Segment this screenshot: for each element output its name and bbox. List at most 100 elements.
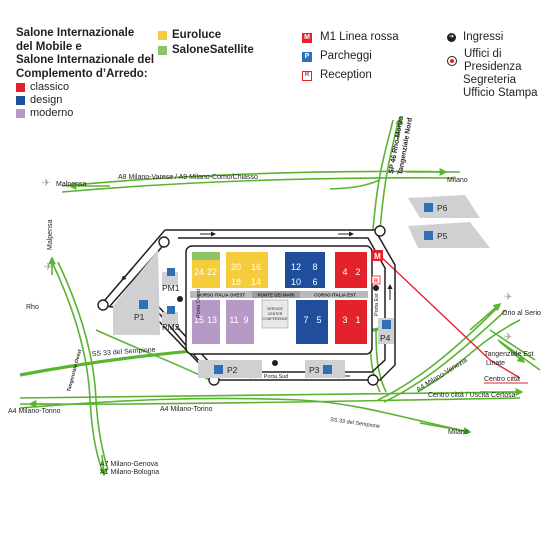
airplane-icon: ✈ [42,178,50,189]
parking-label: P4 [380,333,391,343]
pavilion-number: 1 [355,315,360,325]
legend-item-design: design [16,94,73,107]
legend-styles: classico design moderno [16,81,73,120]
road-arrows [28,116,526,477]
entrance-icon [177,296,183,302]
parking-icon [139,300,148,309]
legend-label: Parcheggi [320,50,372,62]
legend-item-classico: classico [16,81,73,94]
road-label: SS 33 del Sempione [92,347,156,358]
reception-glyph: R [374,279,378,285]
tangenziale-ovest-road [51,261,103,471]
parking-p5-area [408,222,490,248]
a4-road [19,391,521,399]
parking-label: P2 [227,365,238,375]
legend-info: ➔ Ingressi Uffici di Presidenza Segreteri… [447,28,560,100]
road-label: Rho [26,304,39,311]
entrance-icon [373,285,379,291]
road-label: A4 Milano-Torino [160,406,213,413]
pavilion-labels: 24 22 20 16 18 14 12 8 10 6 4 2 15 13 11… [194,262,361,325]
legend-events: Euroluce SaloneSatellite [158,28,254,58]
parking-label: P5 [437,231,448,241]
service-center-line: CENTER [268,312,283,316]
moderno-swatch [16,109,25,118]
parking-icon [382,320,391,329]
pavilion-15-13 [192,300,220,344]
airplane-icon: ✈ [504,332,512,343]
legend-label: Uffici di Presidenza [464,48,522,73]
pavilion-number: 5 [316,315,321,325]
a4-venezia-road [377,304,501,401]
gate-label-est: Porta Est [374,293,380,316]
road-label: A7 Milano-Genova [100,461,158,468]
legend-label: Euroluce [172,29,222,41]
road-label: Centro città / Uscita Certosa [428,392,516,399]
parking-label: P1 [134,312,145,322]
road-label: A4 Milano-Venezia [415,357,468,394]
parking-label: PM2 [162,322,180,332]
legend-title: Salone Internazionale del Mobile e Salon… [16,27,166,81]
sp46-road-west [372,119,394,231]
metro-icon: M [302,32,312,43]
legend-item-salonesatellite: SaloneSatellite [158,43,254,58]
entrance-icon: ➔ [447,32,456,42]
parking-label: P6 [437,203,448,213]
pavilion-number: 14 [251,277,261,287]
parking-icon [167,268,175,276]
parking-icon [424,231,433,240]
pavilion-7-5 [296,300,328,344]
road-label: Tangenziale Ovest [66,349,83,393]
ss33-lower-road [19,397,471,433]
legend-item-moderno: moderno [16,107,73,120]
roundabout [374,225,386,237]
parking-icon: P [302,51,312,62]
pavilion-number: 2 [355,267,360,277]
salonesatellite-swatch [158,46,167,55]
legend-label: design [30,94,63,106]
legend-label: Reception [320,69,372,81]
legend-title-line: Complemento d’Arredo: [16,67,148,80]
pavilion-4-2 [335,252,367,288]
legend-label: Ufficio Stampa [463,87,538,99]
corridor-label: PONTE DEI MARI [257,293,294,298]
roundabout [367,374,379,386]
corridor-label: CORSO ITALIA EST [314,293,356,298]
legend-item-parking: P Parcheggi [302,47,399,66]
road-label: Orio al Serio [502,310,541,317]
entrance-icon [272,360,278,366]
parking-p6-area [408,195,480,218]
reception-icon: R [302,70,312,81]
reception-icon [371,275,381,285]
pavilion-number: 18 [231,277,241,287]
parking-areas [113,195,490,378]
legend-title-line: Salone Internazionale [16,27,135,39]
legend-label: Segreteria [463,74,517,86]
legend-title-line: del Mobile e [16,40,82,53]
pavilion-number: 7 [303,315,308,325]
euroluce-swatch [158,31,167,40]
legend-label: Ingressi [463,31,504,43]
parking-icon [167,306,175,314]
road-label: A1 Milano-Bologna [100,469,159,476]
pavilion-number: 8 [312,262,317,272]
pavilion-number: 15 [194,315,204,325]
road-label: Malpensa [47,220,54,250]
design-swatch [16,96,25,105]
service-center [261,299,289,329]
corridor-labels: CORSO ITALIA OVEST PONTE DEI MARI CORSO … [197,293,356,298]
legend-item-uffici: Uffici di Presidenza [447,48,560,74]
legend-label: M1 Linea rossa [320,31,399,43]
service-center-label: SERVICE CENTER CONFERENCE [262,307,288,321]
road-label: A8 Milano-Varese / A9 Milano-Como/Chiass… [118,174,258,181]
pavilion-3-1 [335,300,367,344]
road-label: Tangenziale Est [484,351,533,358]
pavilion-number: 12 [291,262,301,272]
parking-pm2-area [162,312,178,326]
gate-label-ovest: Porta Ovest [196,288,202,318]
pavilion-number: 3 [342,315,347,325]
legend-item-ingressi: ➔ Ingressi [447,28,560,46]
pavilion-number: 11 [229,315,238,325]
parking-label: PM1 [162,283,180,293]
pavilion-number: 10 [291,277,301,287]
